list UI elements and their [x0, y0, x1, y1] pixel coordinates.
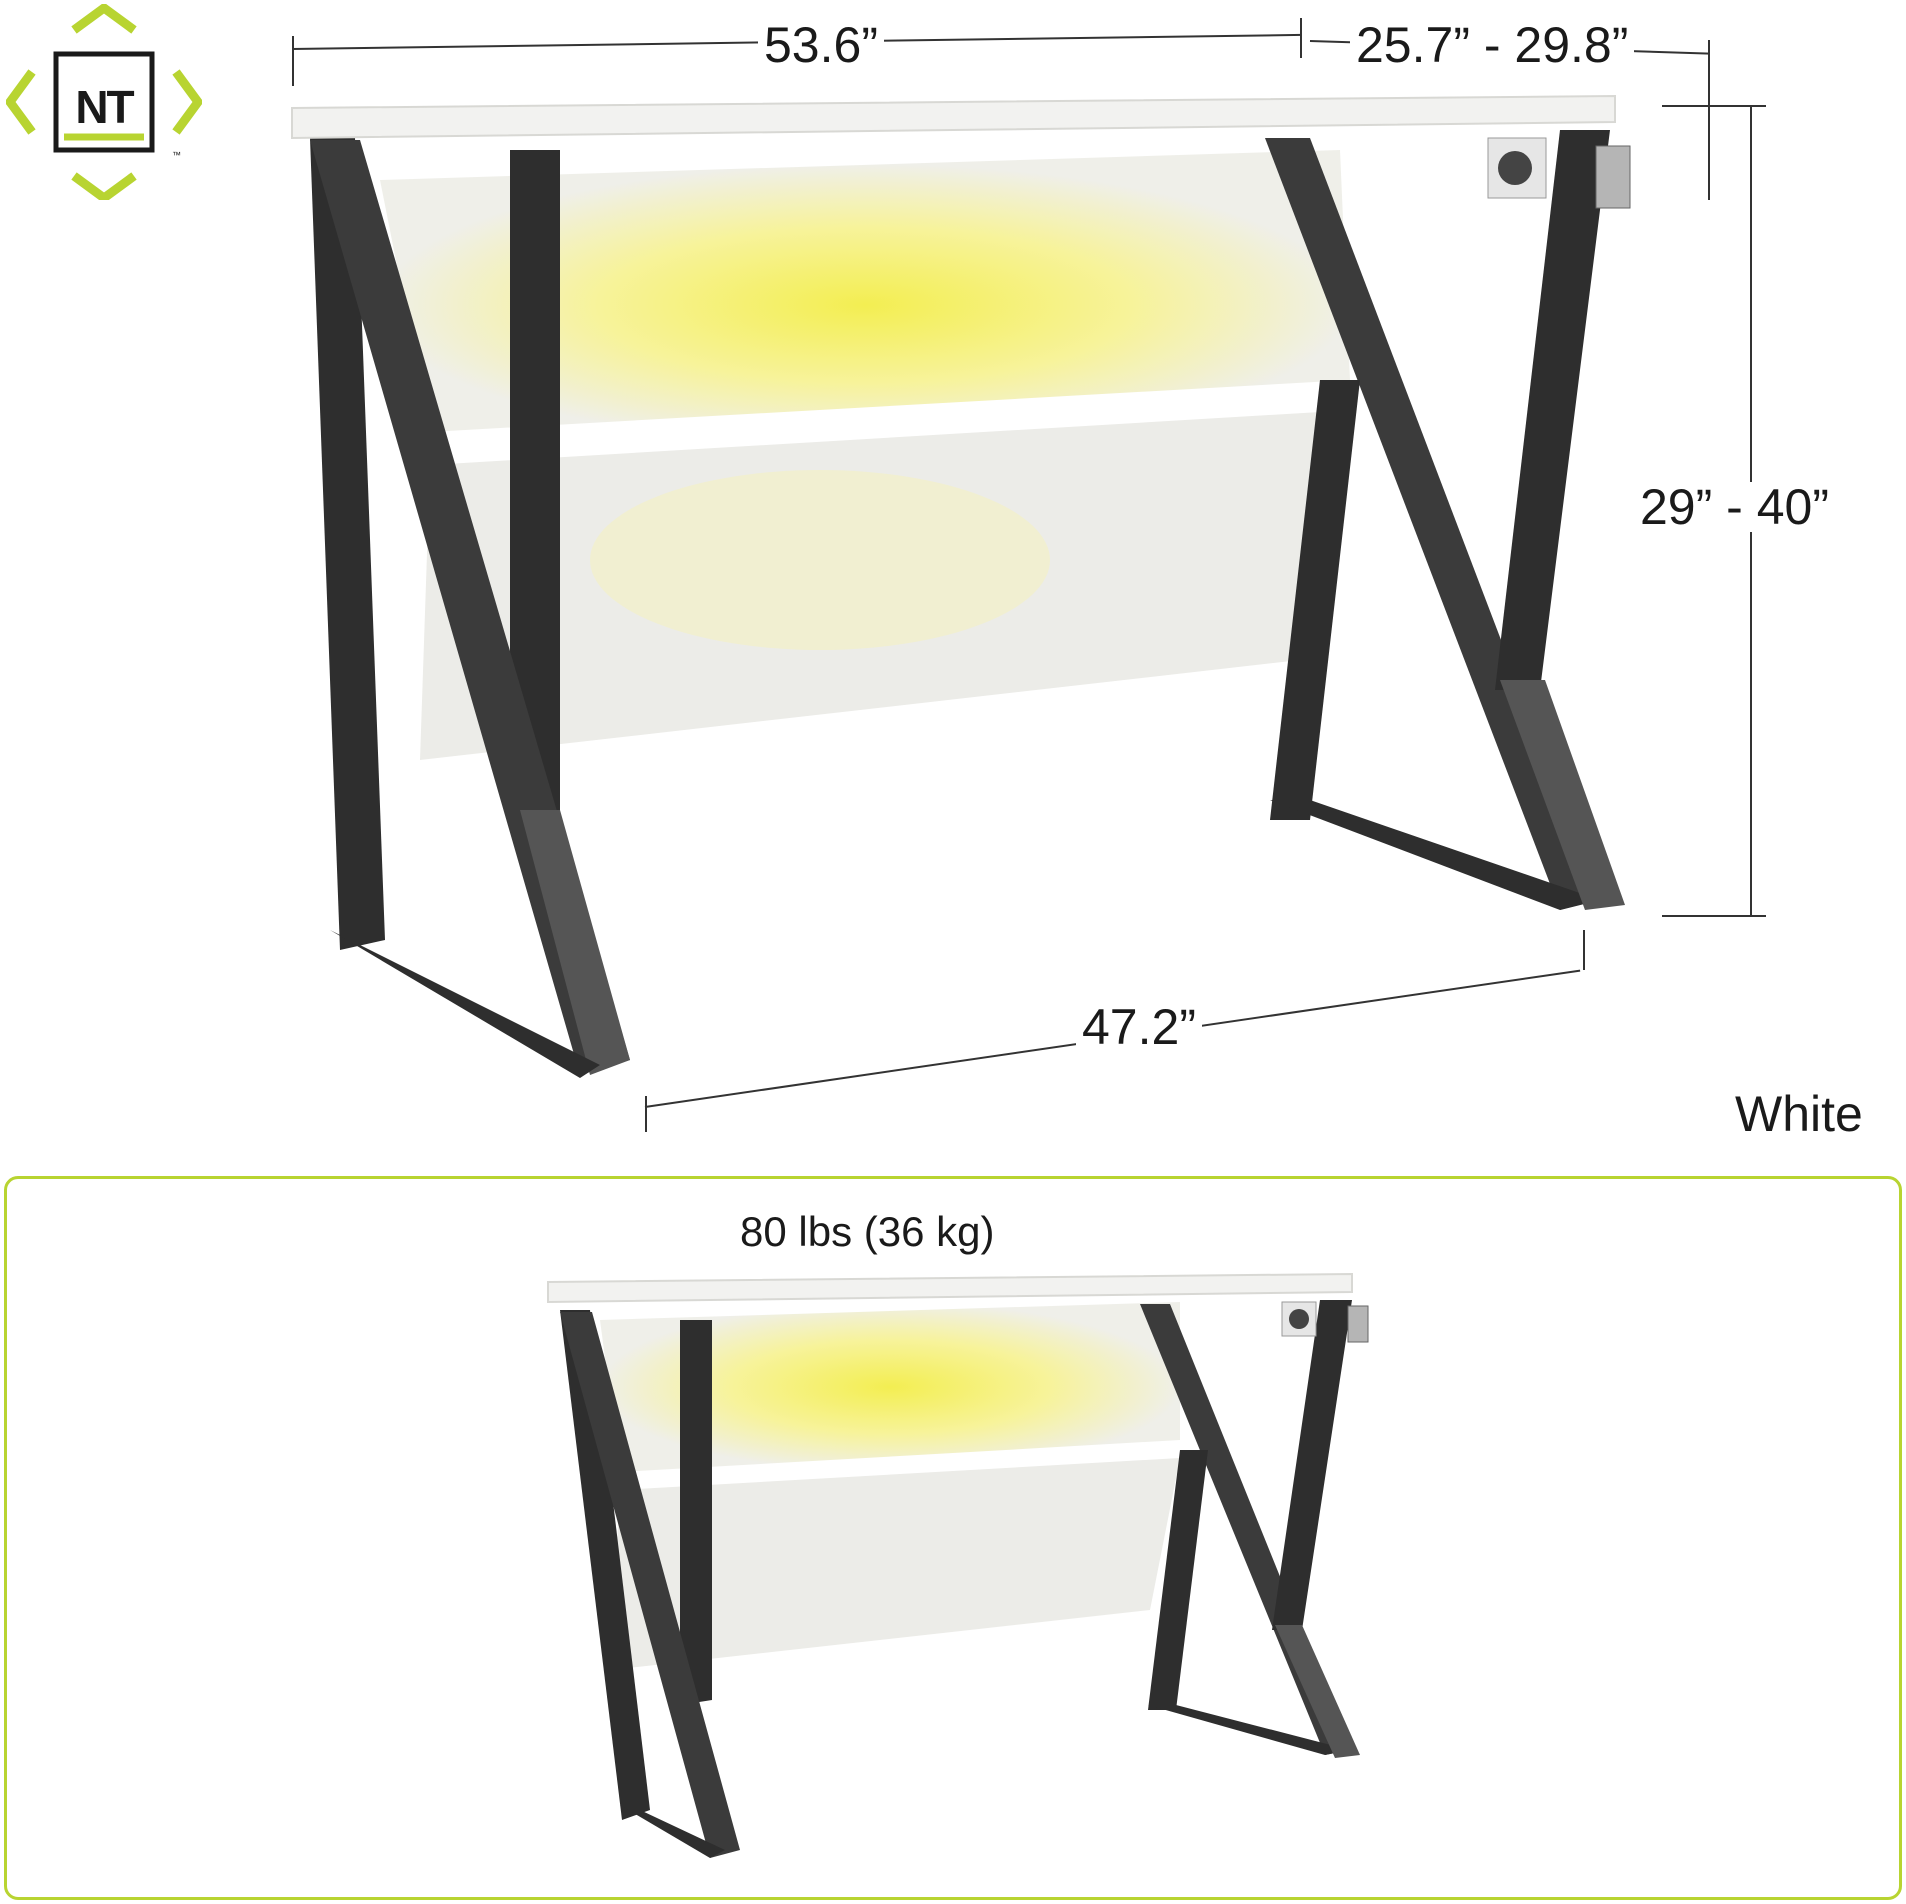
weight-panel — [4, 1176, 1902, 1900]
left-leg-back — [310, 138, 385, 950]
cup-holder — [1595, 145, 1631, 209]
desk-top — [291, 94, 1616, 140]
weight-label: 80 lbs (36 kg) — [740, 1208, 995, 1255]
dimension-depth: 25.7” - 29.8” — [1350, 20, 1635, 70]
brand-logo: NT ™ — [6, 4, 202, 200]
dimension-leg-span: 47.2” — [1076, 1002, 1202, 1052]
logo-text: NT — [75, 81, 134, 133]
color-label: White — [1735, 1086, 1863, 1142]
desk-illustration-main — [291, 94, 1631, 1078]
back-panel-upper — [380, 150, 1350, 432]
desk-illustration-small — [547, 1272, 1369, 1858]
dimension-width: 53.6” — [758, 20, 884, 70]
trademark-mark: ™ — [172, 150, 181, 160]
nt-logo-icon — [6, 4, 202, 200]
dimension-height: 29” - 40” — [1634, 482, 1835, 532]
